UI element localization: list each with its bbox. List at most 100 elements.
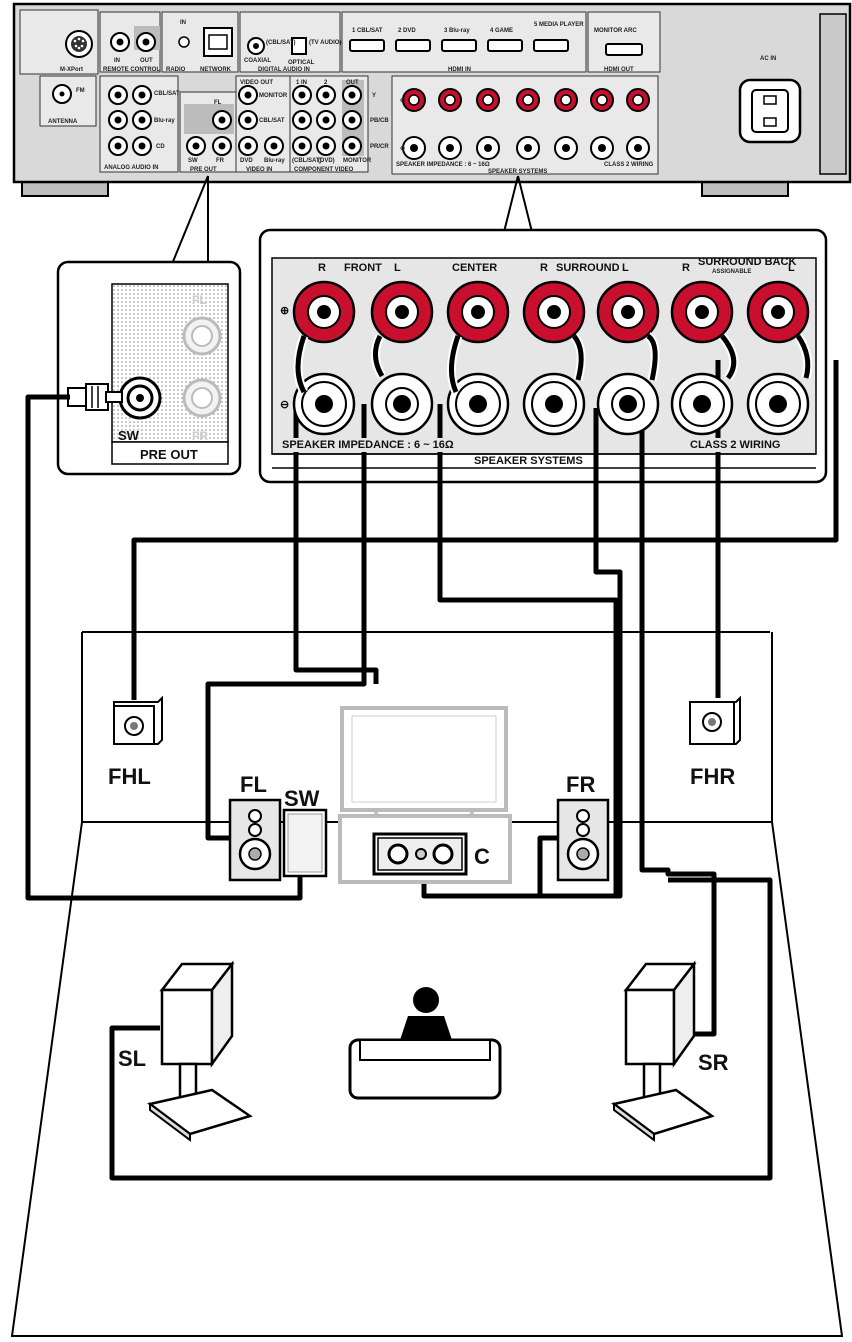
sl-speaker-icon bbox=[147, 960, 253, 1142]
video-in-label: VIDEO IN bbox=[246, 167, 272, 173]
fhr-speaker-icon bbox=[689, 695, 741, 745]
comp-in2-label: 2 bbox=[324, 80, 328, 86]
hdmi-in-jacks bbox=[341, 11, 587, 73]
zoom-plus-sign: ⊕ bbox=[280, 305, 289, 317]
digital-audio-jacks bbox=[239, 11, 341, 73]
fl-label: FL bbox=[240, 772, 267, 797]
panel-plus: ⊕ bbox=[400, 98, 405, 104]
panel-class2: CLASS 2 WIRING bbox=[604, 162, 654, 168]
terminal-wire-loops bbox=[293, 332, 813, 395]
remote-out-label: OUT bbox=[140, 58, 153, 64]
analog-in-bluray: Blu-ray bbox=[154, 118, 175, 124]
label-sback-r: R bbox=[682, 262, 690, 274]
label-surround-back: SURROUND BACK bbox=[698, 256, 796, 268]
center-speaker-icon bbox=[372, 832, 468, 876]
label-front: FRONT bbox=[344, 262, 382, 274]
large-terminals bbox=[292, 280, 810, 436]
remote-control-jacks bbox=[99, 11, 161, 73]
comp-pr-label: PR/CR bbox=[370, 144, 389, 150]
label-front-l: L bbox=[394, 262, 401, 274]
pre-out-jacks bbox=[179, 91, 237, 173]
zoom-fl-label: FL bbox=[192, 293, 207, 307]
fm-label: FM bbox=[76, 88, 85, 94]
comp-out-label: OUT bbox=[346, 80, 359, 86]
mxport-label: M-XPort bbox=[60, 67, 83, 73]
label-surround-r: R bbox=[540, 262, 548, 274]
zoom-pre-out-label: PRE OUT bbox=[140, 447, 198, 462]
zoom-fr-label: FR bbox=[192, 429, 208, 443]
hdmi-in-3: 3 Blu-ray bbox=[444, 28, 470, 34]
comp-monitor-label: MONITOR bbox=[343, 158, 372, 164]
hdmi-in-label: HDMI IN bbox=[448, 67, 471, 73]
fr-label: FR bbox=[566, 772, 595, 797]
zoom-leader-lines bbox=[171, 175, 533, 265]
subwoofer-pre-out-jack bbox=[118, 376, 162, 420]
hdmi-in-5: 5 MEDIA PLAYER bbox=[534, 22, 584, 28]
ac-inlet bbox=[738, 78, 802, 144]
antenna-label: ANTENNA bbox=[48, 119, 78, 125]
video-jacks bbox=[235, 75, 291, 173]
antenna-jack bbox=[39, 75, 97, 127]
panel-impedance: SPEAKER IMPEDANCE : 6 ~ 16Ω bbox=[396, 162, 490, 168]
tv-icon bbox=[340, 706, 508, 819]
label-front-r: R bbox=[318, 262, 326, 274]
video-cbl-label: CBL/SAT bbox=[259, 118, 285, 124]
comp-pb-label: PB/CB bbox=[370, 118, 389, 124]
sr-speaker-icon bbox=[611, 960, 715, 1142]
fhl-label: FHL bbox=[108, 764, 151, 789]
analog-in-cbl: CBL/SAT bbox=[154, 91, 180, 97]
listener-icon bbox=[348, 987, 502, 1100]
coaxial-cbl-label: (CBL/SAT) bbox=[266, 40, 296, 46]
remote-control-label: REMOTE CONTROL bbox=[103, 67, 160, 73]
label-surround-l: L bbox=[622, 262, 629, 274]
sl-label: SL bbox=[118, 1046, 146, 1071]
hdmi-in-1: 1 CBL/SAT bbox=[352, 28, 383, 34]
hdmi-in-2: 2 DVD bbox=[398, 28, 416, 34]
panel-pre-out-label: PRE OUT bbox=[190, 167, 217, 173]
remote-in-label: IN bbox=[114, 58, 120, 64]
zoom-class2: CLASS 2 WIRING bbox=[690, 439, 780, 451]
analog-in-cd: CD bbox=[156, 144, 165, 150]
sw-label: SW bbox=[284, 786, 320, 811]
comp-y-label: Y bbox=[372, 93, 376, 99]
video-out-label: VIDEO OUT bbox=[240, 80, 273, 86]
optical-tv-label: (TV AUDIO) bbox=[309, 40, 341, 46]
analog-audio-in-label: ANALOG AUDIO IN bbox=[104, 165, 158, 171]
sw-speaker-icon bbox=[282, 808, 328, 878]
panel-fr-label: FR bbox=[216, 158, 225, 164]
c-label: C bbox=[474, 844, 490, 869]
fr-speaker-icon bbox=[556, 798, 610, 882]
hdmi-out-jack bbox=[587, 11, 661, 73]
panel-minus: ⊖ bbox=[400, 146, 405, 152]
zoom-sw-label: SW bbox=[118, 428, 140, 443]
sr-label: SR bbox=[698, 1050, 729, 1075]
comp-dvd-label: (DVD) bbox=[318, 158, 335, 164]
label-assignable: ASSIGNABLE bbox=[712, 269, 751, 275]
label-sback-l: L bbox=[788, 262, 795, 274]
optical-label: OPTICAL bbox=[288, 60, 315, 66]
zoom-speaker-systems: SPEAKER SYSTEMS bbox=[474, 455, 583, 467]
component-video-jacks bbox=[289, 75, 369, 173]
hdmi-in-4: 4 GAME bbox=[490, 28, 513, 34]
network-port bbox=[161, 11, 239, 73]
video-monitor-label: MONITOR bbox=[259, 93, 288, 99]
panel-sw-label: SW bbox=[188, 158, 198, 164]
video-dvd-label: DVD bbox=[240, 158, 253, 164]
fhr-label: FHR bbox=[690, 764, 735, 789]
panel-speaker-systems: SPEAKER SYSTEMS bbox=[488, 169, 547, 175]
component-video-label: COMPONENT VIDEO bbox=[294, 167, 354, 173]
label-surround: SURROUND bbox=[556, 262, 620, 274]
video-bluray-label: Blu-ray bbox=[264, 158, 285, 164]
label-center: CENTER bbox=[452, 262, 497, 274]
pre-out-zoom-panel bbox=[56, 260, 242, 476]
hdmi-out-label: HDMI OUT bbox=[604, 67, 634, 73]
panel-speaker-terminals bbox=[391, 75, 659, 175]
ac-in-label: AC IN bbox=[760, 56, 776, 62]
digital-audio-in-label: DIGITAL AUDIO IN bbox=[258, 67, 310, 73]
comp-in1-label: 1 IN bbox=[296, 80, 307, 86]
coaxial-label: COAXIAL bbox=[244, 58, 271, 64]
analog-audio-jacks bbox=[99, 75, 179, 173]
panel-fl-label: FL bbox=[214, 100, 222, 106]
network-label: NETWORK bbox=[200, 67, 232, 73]
